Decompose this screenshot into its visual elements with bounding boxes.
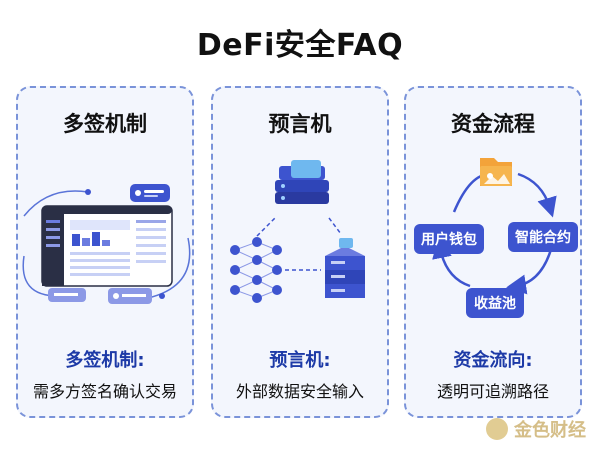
oracle-network-icon	[230, 160, 365, 303]
card-multisig: 多签机制 多签机制:	[16, 86, 194, 418]
flow-node-contract: 智能合约	[508, 222, 578, 252]
watermark-text: 金色财经	[514, 420, 586, 441]
card-description: 需多方签名确认交易	[32, 382, 177, 401]
card-title: 资金流程	[451, 112, 535, 136]
card-description: 透明可追溯路径	[436, 382, 549, 401]
watermark-logo-icon	[486, 418, 508, 440]
multisig-dashboard-icon	[22, 184, 191, 304]
flow-node-pool: 收益池	[466, 288, 524, 318]
card-title: 预言机	[268, 112, 332, 136]
card-oracle: 预言机	[211, 86, 389, 418]
card-subtitle: 资金流向:	[453, 350, 533, 371]
card-subtitle: 预言机:	[269, 350, 331, 371]
card-title: 多签机制	[63, 112, 147, 136]
flow-node-wallet: 用户钱包	[414, 224, 484, 254]
page-title: DeFi安全FAQ	[196, 28, 404, 63]
watermark: 金色财经	[486, 416, 586, 442]
fund-flow-cycle-icon	[432, 158, 557, 295]
card-description: 外部数据安全输入	[235, 382, 364, 401]
card-subtitle: 多签机制:	[65, 350, 145, 371]
card-fund-flow: 资金流程 用户钱包 智能合约 收益池 资金流向: 透明可追溯路径	[404, 86, 582, 418]
